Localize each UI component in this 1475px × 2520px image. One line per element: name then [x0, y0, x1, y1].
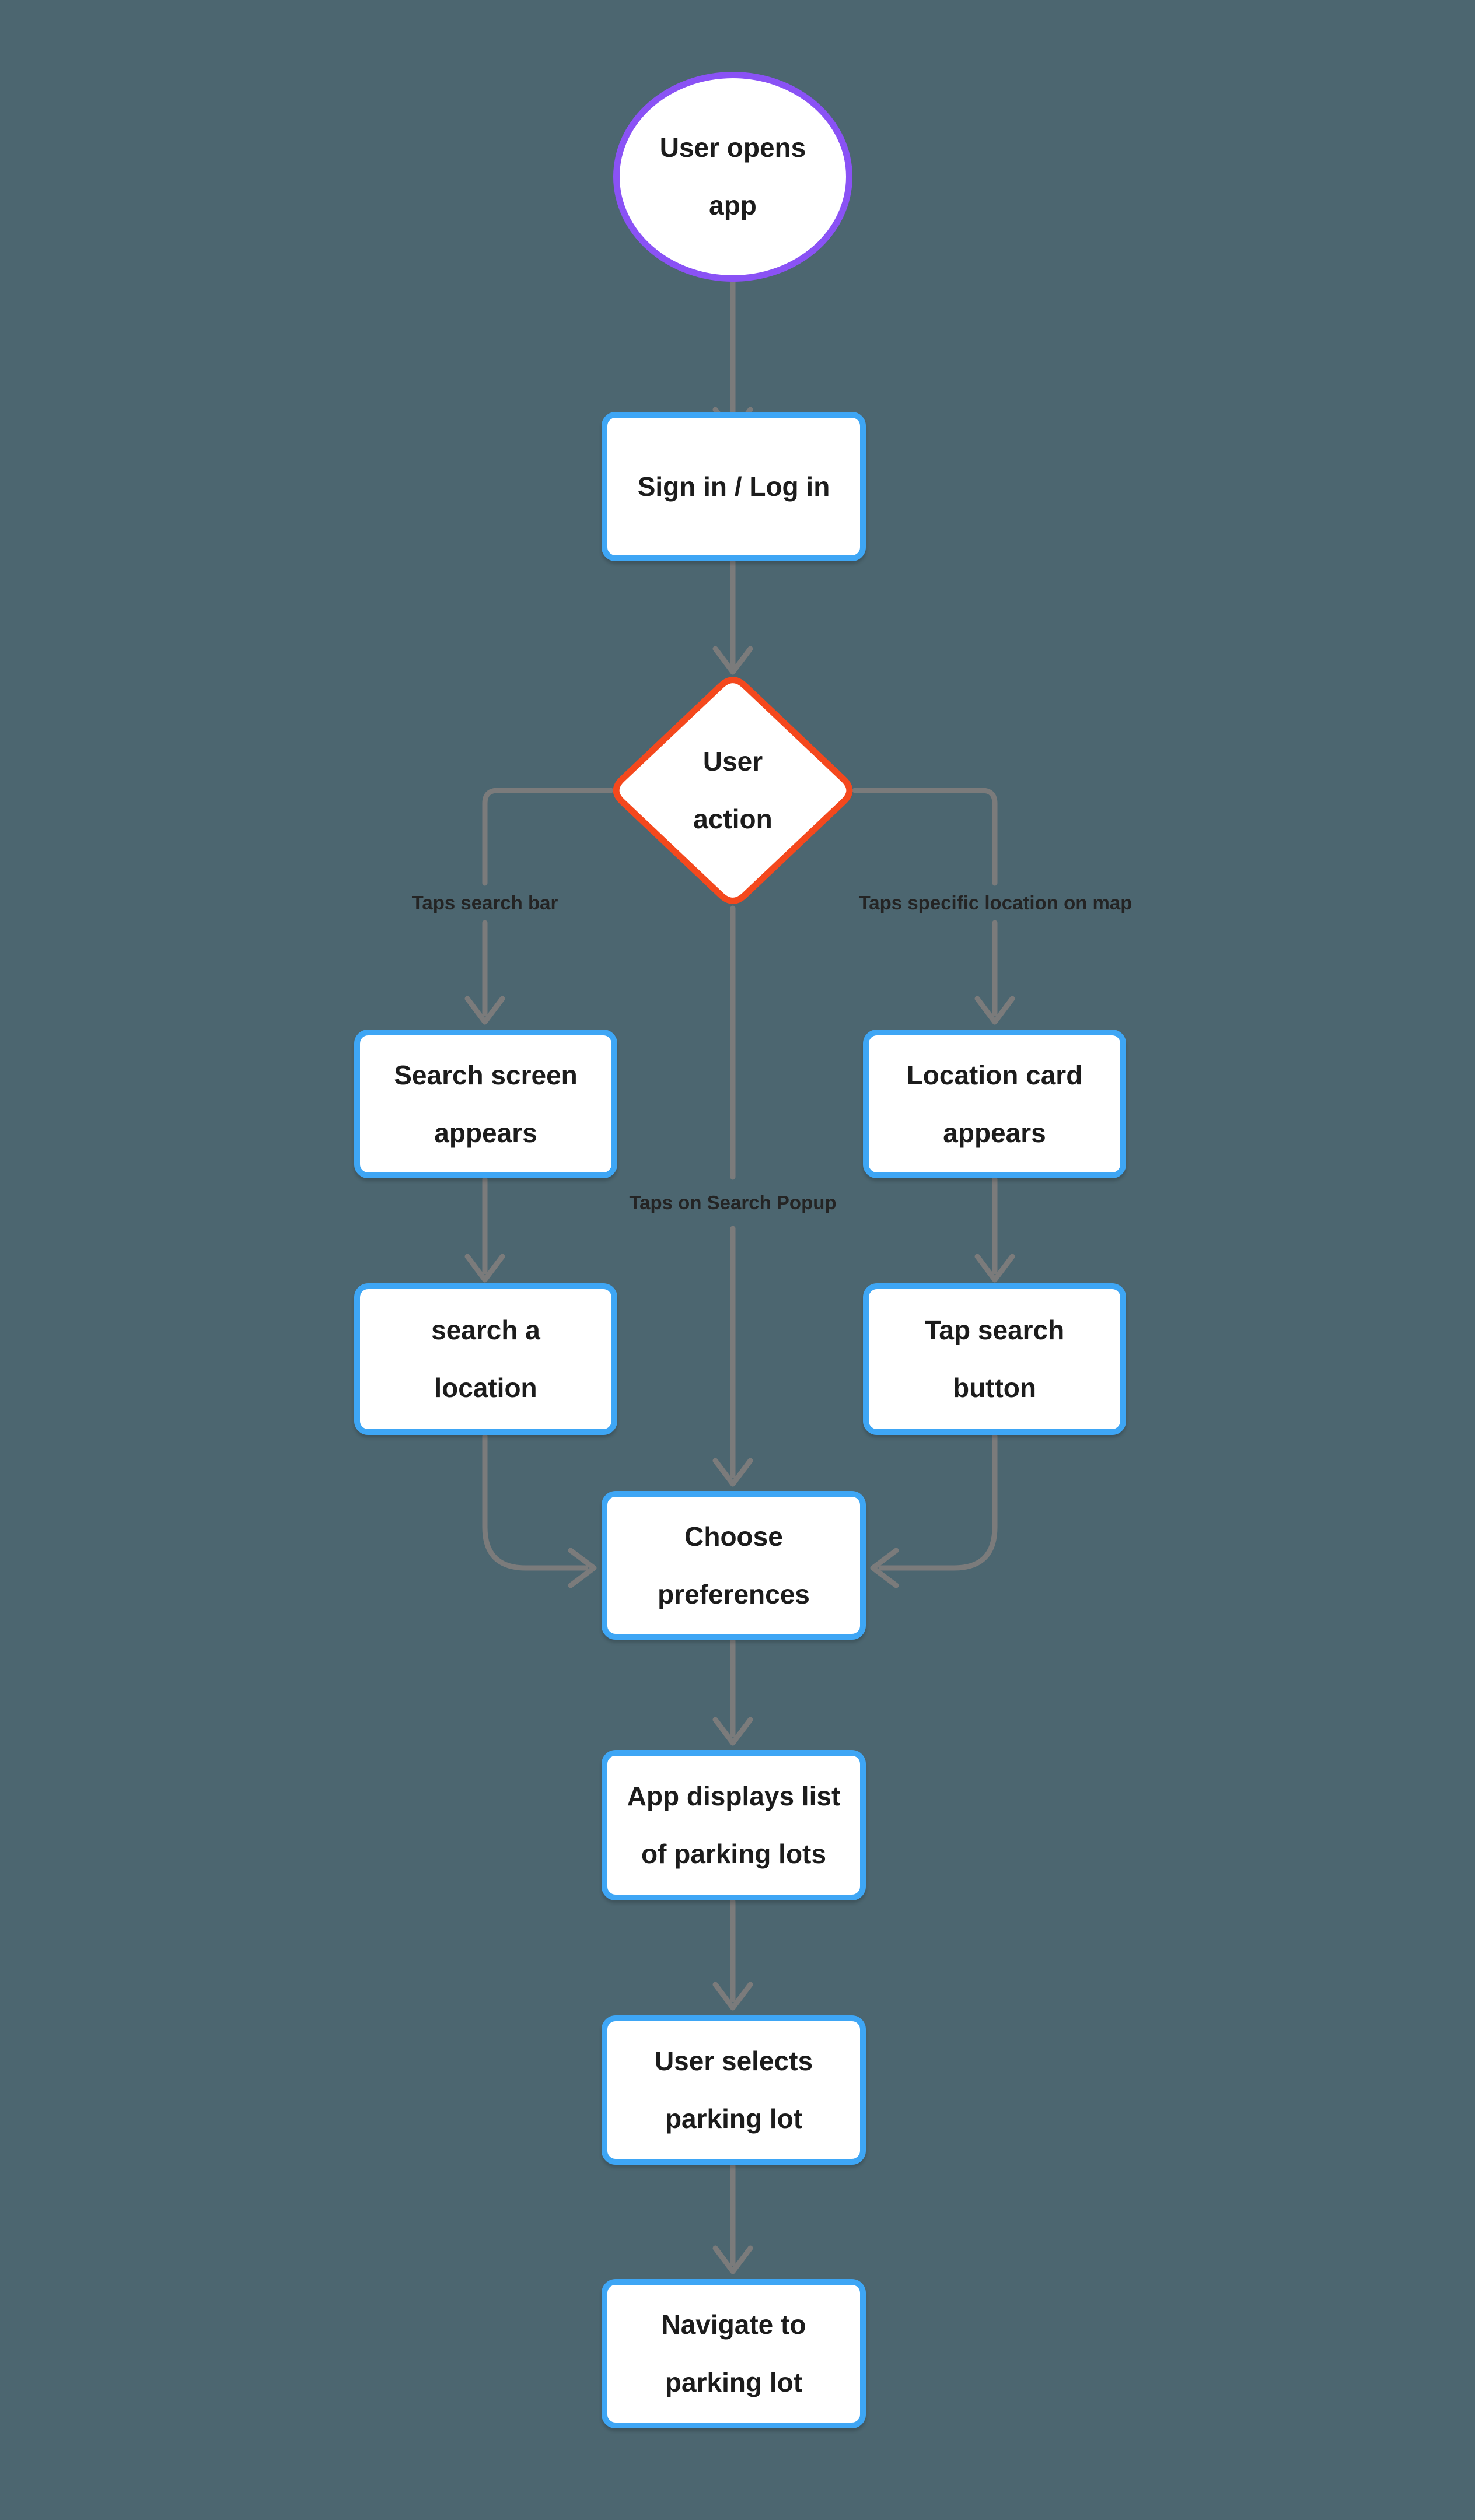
- edge-decision-location-card: [852, 788, 1015, 1025]
- node-label: Choose preferences: [658, 1521, 810, 1609]
- node-tap-search-button[interactable]: Tap search button: [863, 1283, 1126, 1435]
- node-label: Navigate to parking lot: [661, 2309, 806, 2398]
- edge-decision-choose-prefs: [712, 905, 753, 1487]
- decision-diamond-shape[interactable]: [613, 677, 853, 904]
- node-label: User selects parking lot: [654, 2046, 813, 2134]
- node-label: User opens app: [659, 132, 806, 220]
- node-label: App displays list of parking lots: [627, 1781, 841, 1869]
- edge-start-signin: [712, 279, 753, 436]
- node-location-card-appears[interactable]: Location card appears: [863, 1030, 1126, 1178]
- node-label: User action: [693, 746, 773, 834]
- node-label: search a location: [431, 1315, 540, 1403]
- node-label: Location card appears: [906, 1059, 1083, 1148]
- edge-location-card-tap-search: [974, 1177, 1015, 1283]
- edge-label-taps-on-search-popup: Taps on Search Popup: [629, 1192, 837, 1213]
- node-user-selects-parking-lot[interactable]: User selects parking lot: [602, 2015, 866, 2165]
- edge-search-location-choose-prefs: [482, 1433, 597, 1588]
- edge-label-taps-specific-location: Taps specific location on map: [858, 892, 1133, 914]
- node-choose-preferences[interactable]: Choose preferences: [602, 1491, 866, 1640]
- node-navigate-to-parking-lot[interactable]: Navigate to parking lot: [602, 2279, 866, 2428]
- edge-choose-prefs-app-displays: [712, 1638, 753, 1746]
- node-label: Sign in / Log in: [637, 471, 830, 502]
- node-app-displays-list[interactable]: App displays list of parking lots: [602, 1750, 866, 1901]
- node-label: Search screen appears: [394, 1059, 578, 1148]
- edge-signin-decision: [712, 559, 753, 675]
- node-user-opens-app[interactable]: User opens app: [613, 72, 852, 282]
- node-search-screen-appears[interactable]: Search screen appears: [354, 1030, 617, 1178]
- node-label: Tap search button: [924, 1315, 1065, 1403]
- edge-search-screen-search-location: [464, 1177, 505, 1283]
- node-search-a-location[interactable]: search a location: [354, 1283, 617, 1435]
- node-user-action-label: User action: [610, 674, 855, 907]
- edge-tap-search-choose-prefs: [870, 1433, 998, 1588]
- edge-label-taps-search-bar: Taps search bar: [411, 892, 558, 914]
- edge-app-displays-user-selects: [712, 1899, 753, 2011]
- edge-user-selects-navigate: [712, 2163, 753, 2274]
- node-sign-in-log-in[interactable]: Sign in / Log in: [602, 412, 866, 561]
- edge-decision-search-screen: [464, 788, 614, 1025]
